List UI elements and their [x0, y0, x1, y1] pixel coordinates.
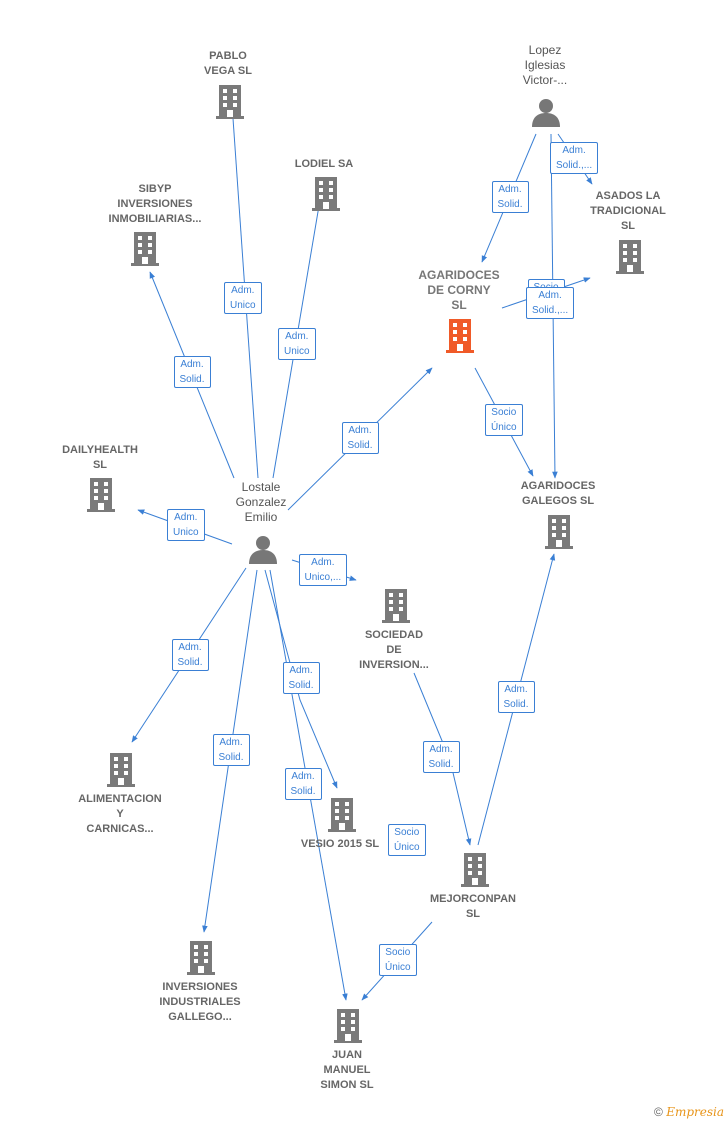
node-label-sibyp[interactable]: SIBYP INVERSIONES INMOBILIARIAS... — [108, 183, 202, 225]
relation-label[interactable]: Adm. Unico — [167, 509, 205, 541]
relation-label[interactable]: Adm. Solid. — [491, 181, 529, 213]
building-icon[interactable] — [187, 941, 215, 975]
person-icon[interactable] — [249, 536, 277, 564]
building-icon[interactable] — [312, 177, 340, 211]
relation-edge — [264, 569, 338, 789]
building-icon[interactable] — [87, 478, 115, 512]
relation-label[interactable]: Socio Único — [388, 824, 426, 856]
node-label-asados[interactable]: ASADOS LA TRADICIONAL SL — [590, 190, 666, 232]
node-label-vesio[interactable]: VESIO 2015 SL — [300, 838, 380, 850]
relation-label[interactable]: Adm. Solid. — [422, 741, 460, 773]
relation-label[interactable]: Adm. Solid. — [171, 639, 209, 671]
relation-label[interactable]: Adm. Solid.,... — [526, 287, 575, 319]
building-icon[interactable] — [216, 85, 244, 119]
copyright-icon: © — [654, 1105, 663, 1119]
building-icon[interactable] — [461, 853, 489, 887]
building-icon[interactable] — [328, 798, 356, 832]
building-icon[interactable] — [545, 515, 573, 549]
node-label-lodiel[interactable]: LODIEL SA — [294, 158, 354, 170]
edges — [131, 103, 593, 1001]
node-label-juan[interactable]: JUAN MANUEL SIMON SL — [320, 1049, 374, 1091]
node-label-pablo[interactable]: PABLO VEGA SL — [204, 50, 252, 77]
footer: © Empresia — [654, 1105, 724, 1119]
relation-label[interactable]: Socio Único — [485, 404, 523, 436]
node-label-lopez[interactable]: Lopez Iglesias Victor-... — [522, 43, 568, 87]
node-label-agaridoces-galegos[interactable]: AGARIDOCES GALEGOS SL — [520, 480, 596, 507]
node-label-alimentacion[interactable]: ALIMENTACION Y CARNICAS... — [78, 793, 162, 835]
relation-label[interactable]: Adm. Solid. — [341, 422, 379, 454]
building-icon[interactable] — [446, 319, 474, 353]
relation-label[interactable]: Socio Único — [379, 944, 417, 976]
relation-label[interactable]: Adm. Solid.,... — [550, 142, 599, 174]
building-icon[interactable] — [334, 1009, 362, 1043]
brand-logo[interactable]: Empresia — [666, 1105, 724, 1119]
node-label-agaridoces-corny[interactable]: AGARIDOCES DE CORNY SL — [418, 268, 500, 312]
node-label-sociedad[interactable]: SOCIEDAD DE INVERSION... — [359, 629, 429, 671]
building-icon[interactable] — [107, 753, 135, 787]
node-label-dailyhealth[interactable]: DAILYHEALTH SL — [62, 444, 138, 471]
relation-label[interactable]: Adm. Solid. — [173, 356, 211, 388]
relation-label[interactable]: Adm. Solid. — [282, 662, 320, 694]
relation-label[interactable]: Adm. Unico,... — [298, 554, 348, 586]
building-icon[interactable] — [616, 240, 644, 274]
relation-label[interactable]: Adm. Unico — [224, 282, 262, 314]
node-label-inversiones[interactable]: INVERSIONES INDUSTRIALES GALLEGO... — [159, 981, 241, 1023]
person-icon[interactable] — [532, 99, 560, 127]
node-label-lostale[interactable]: Lostale Gonzalez Emilio — [235, 480, 287, 524]
building-icon[interactable] — [382, 589, 410, 623]
relation-label[interactable]: Adm. Solid. — [497, 681, 535, 713]
relation-label[interactable]: Adm. Solid. — [212, 734, 250, 766]
relation-label[interactable]: Adm. Unico — [278, 328, 316, 360]
node-label-mejorconpan[interactable]: MEJORCONPAN SL — [430, 893, 516, 920]
relation-label[interactable]: Adm. Solid. — [284, 768, 322, 800]
building-icon[interactable] — [131, 232, 159, 266]
